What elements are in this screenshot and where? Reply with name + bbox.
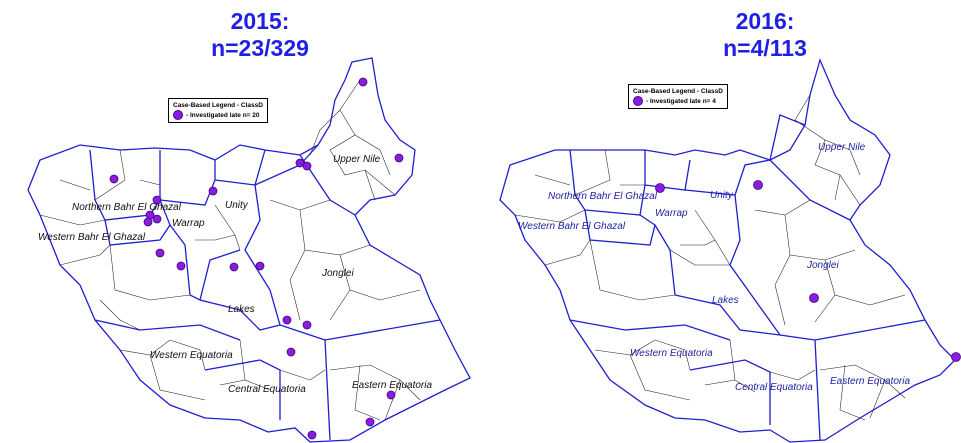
region-label: Eastern Equatoria xyxy=(830,376,910,387)
case-point[interactable] xyxy=(302,320,312,330)
region-label: Upper Nile xyxy=(333,154,381,165)
case-point[interactable] xyxy=(286,347,296,357)
case-point[interactable] xyxy=(307,430,317,440)
case-point[interactable] xyxy=(655,183,665,193)
legend-title: Case-Based Legend - ClassD xyxy=(173,102,263,109)
region-label: Unity xyxy=(710,190,734,201)
map-2015: Upper Nile Northern Bahr El Ghazal Unity… xyxy=(27,57,471,443)
legend-entry: - Investigated late n= 20 xyxy=(186,111,260,119)
title-count: n=23/329 xyxy=(211,35,309,61)
case-points xyxy=(655,180,961,362)
case-point[interactable] xyxy=(152,214,162,224)
case-point[interactable] xyxy=(143,217,153,227)
region-label: Upper Nile xyxy=(818,142,866,153)
map-title-2016: 2016: n=4/113 xyxy=(690,8,840,62)
legend-entry: - Investigated late n= 4 xyxy=(646,97,716,105)
case-point[interactable] xyxy=(155,248,165,258)
region-label: Central Equatoria xyxy=(228,384,306,395)
case-point[interactable] xyxy=(152,195,162,205)
region-label: Eastern Equatoria xyxy=(352,380,432,391)
region-label: Jonglei xyxy=(321,268,354,279)
map-legend: Case-Based Legend - ClassD - Investigate… xyxy=(628,84,728,109)
region-label: Jonglei xyxy=(806,260,839,271)
region-label: Warrap xyxy=(655,208,688,219)
country-outline xyxy=(499,58,956,443)
region-label: Lakes xyxy=(712,295,739,306)
case-point[interactable] xyxy=(753,180,763,190)
case-point[interactable] xyxy=(229,262,239,272)
case-point[interactable] xyxy=(109,174,119,184)
legend-title: Case-Based Legend - ClassD xyxy=(633,88,723,95)
case-point[interactable] xyxy=(208,186,218,196)
region-label: Western Equatoria xyxy=(630,348,713,359)
title-year: 2016: xyxy=(735,8,795,34)
region-label: Western Bahr El Ghazal xyxy=(518,221,626,232)
map-title-2015: 2015: n=23/329 xyxy=(185,8,335,62)
case-points xyxy=(109,77,404,440)
region-label: Western Bahr El Ghazal xyxy=(38,232,146,243)
map-panel-2015: 2015: n=23/329 Upper Nile North xyxy=(0,0,480,443)
map-2016: Upper Nile Northern Bahr El Ghazal Unity… xyxy=(499,58,961,443)
region-label: Northern Bahr El Ghazal xyxy=(548,191,658,202)
legend-dot-icon xyxy=(633,96,643,106)
case-point[interactable] xyxy=(951,352,961,362)
case-point[interactable] xyxy=(394,153,404,163)
case-point[interactable] xyxy=(358,77,368,87)
map-legend: Case-Based Legend - ClassD - Investigate… xyxy=(168,98,268,123)
region-label: Northern Bahr El Ghazal xyxy=(72,202,182,213)
region-label: Central Equatoria xyxy=(735,382,813,393)
case-point[interactable] xyxy=(809,293,819,303)
region-label: Western Equatoria xyxy=(150,350,233,361)
case-point[interactable] xyxy=(302,161,312,171)
region-label: Lakes xyxy=(228,304,255,315)
case-point[interactable] xyxy=(365,417,375,427)
title-year: 2015: xyxy=(230,8,290,34)
legend-dot-icon xyxy=(173,110,183,120)
region-label: Unity xyxy=(225,200,249,211)
title-count: n=4/113 xyxy=(723,35,807,61)
region-label: Warrap xyxy=(172,218,205,229)
case-point[interactable] xyxy=(386,390,396,400)
map-panel-2016: 2016: n=4/113 Upper Nile Northern Bahr E… xyxy=(480,0,961,443)
case-point[interactable] xyxy=(255,261,265,271)
case-point[interactable] xyxy=(176,261,186,271)
case-point[interactable] xyxy=(282,315,292,325)
